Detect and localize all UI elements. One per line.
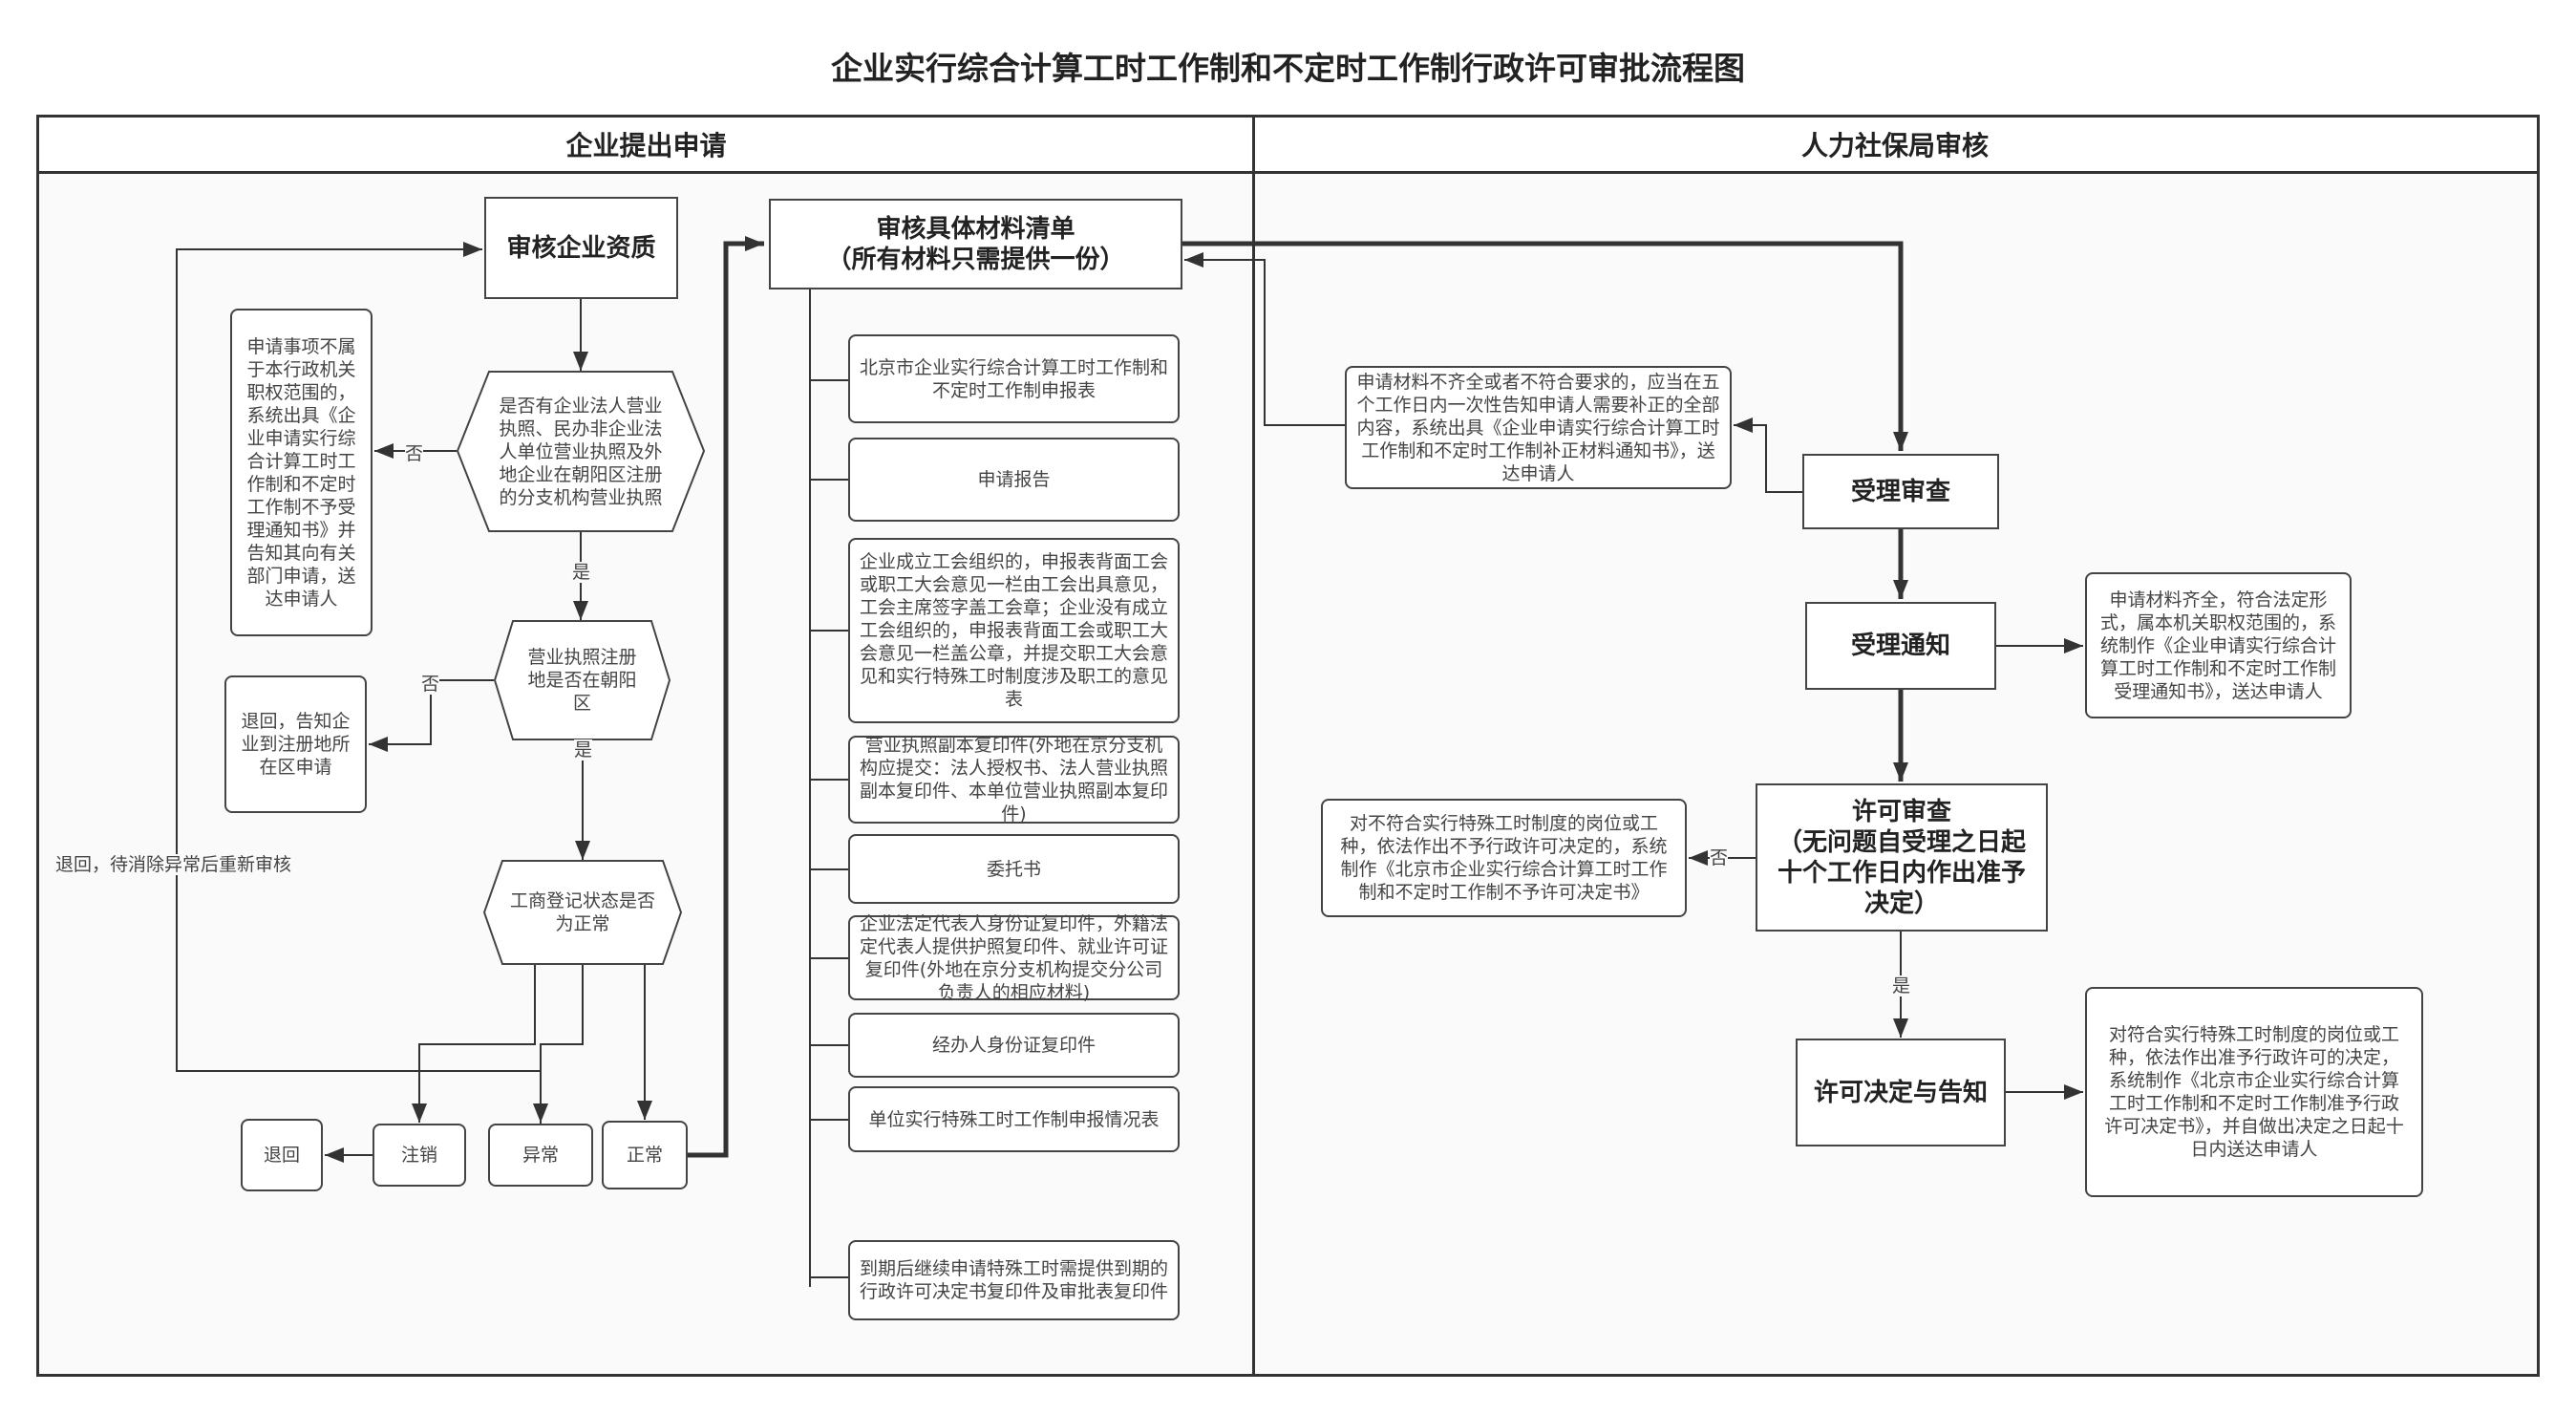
permit-review-note: （无问题自受理之日起十个工作日内作出准予决定） [1777,827,2026,918]
supplement-notice: 申请材料不齐全或者不符合要求的，应当在五个工作日内一次性告知申请人需要补正的全部… [1345,366,1732,489]
edge-supplement-loop [1734,418,1802,493]
edge-abnormal-loop [176,242,542,1187]
lane-header-bureau: 人力社保局审核 [1253,115,2540,174]
materials-list-header: 审核具体材料清单 （所有材料只需提供一份） [769,199,1182,289]
label-no: 否 [405,443,424,464]
deny-decision-desc: 对不符合实行特殊工时制度的岗位或工种，依法作出不予行政许可决定的，系统制作《北京… [1321,799,1687,917]
lane-divider [1252,115,1255,1377]
materials-header-line1: 审核具体材料清单 [876,214,1075,244]
cancelled-box: 注销 [373,1124,466,1187]
hexagon-shape [457,371,705,532]
edge-materials-to-acceptance [1182,241,1908,451]
reject-district: 退回，告知企业到注册地所在区申请 [224,675,367,813]
label-no: 否 [421,674,440,695]
edge-status-cancel [412,965,536,1123]
acceptance-review-step: 受理审查 [1802,454,1999,529]
permit-review-title: 许可审查 [1851,797,1951,826]
acceptance-notice-step: 受理通知 [1805,602,1996,690]
reject-not-in-scope: 申请事项不属于本行政机关职权范围的，系统出具《企业申请实行综合计算工时工作制和不… [230,309,373,636]
decision-status-text: 工商登记状态是否为正常 [510,890,656,934]
loop-label: 退回，待消除异常后重新审核 [55,854,292,875]
decision-district: 营业执照注册地是否在朝阳区 [494,620,671,740]
hexagon-shape [494,620,671,740]
edge-status-abnormal [533,965,584,1123]
material-item: 到期后继续申请特殊工时需提供到期的行政许可决定书复印件及审批表复印件 [848,1240,1180,1320]
decision-status: 工商登记状态是否为正常 [483,860,682,965]
permit-review-step: 许可审查 （无问题自受理之日起十个工作日内作出准予决定） [1756,783,2048,932]
material-item: 申请报告 [848,438,1180,522]
normal-box: 正常 [602,1121,688,1189]
lane-header-enterprise: 企业提出申请 [36,115,1253,174]
label-no: 否 [1710,847,1729,868]
hexagon-shape [483,860,682,965]
material-item: 委托书 [848,834,1180,904]
decision-notify-step: 许可决定与告知 [1796,1039,2006,1146]
label-yes: 是 [572,562,591,583]
grant-decision-desc: 对符合实行特殊工时制度的岗位或工种，依法作出准予行政许可的决定，系统制作《北京市… [2085,987,2423,1197]
label-yes: 是 [1892,975,1911,996]
page-title: 企业实行综合计算工时工作制和不定时工作制行政许可审批流程图 [831,50,1745,87]
label-yes: 是 [574,739,593,761]
material-item: 企业法定代表人身份证复印件，外籍法定代表人提供护照复印件、就业许可证复印件(外地… [848,913,1180,1003]
check-qualification-step: 审核企业资质 [484,197,678,299]
edge-district-no [369,679,494,752]
material-item: 营业执照副本复印件(外地在京分支机构应提交：法人授权书、法人营业执照副本复印件、… [848,735,1180,825]
material-item: 北京市企业实行综合计算工时工作制和不定时工作制申报表 [848,334,1180,423]
decision-license: 是否有企业法人营业执照、民办非企业法人单位营业执照及外地企业在朝阳区注册的分支机… [457,371,705,532]
decision-district-text: 营业执照注册地是否在朝阳区 [527,647,637,714]
edge-normal-to-materials [688,236,764,1158]
material-item: 企业成立工会组织的，申报表背面工会或职工大会意见一栏由工会出具意见，工会主席签字… [848,538,1180,723]
acceptance-notice-desc: 申请材料齐全，符合法定形式，属本机关职权范围的，系统制作《企业申请实行综合计算工… [2085,572,2352,718]
materials-header-line2: （所有材料只需提供一份） [826,245,1125,274]
decision-license-text: 是否有企业法人营业执照、民办非企业法人单位营业执照及外地企业在朝阳区注册的分支机… [499,395,663,508]
material-item: 经办人身份证复印件 [848,1013,1180,1078]
material-item: 单位实行特殊工时工作制申报情况表 [848,1086,1180,1152]
return-box: 退回 [241,1119,323,1191]
abnormal-box: 异常 [488,1124,593,1187]
